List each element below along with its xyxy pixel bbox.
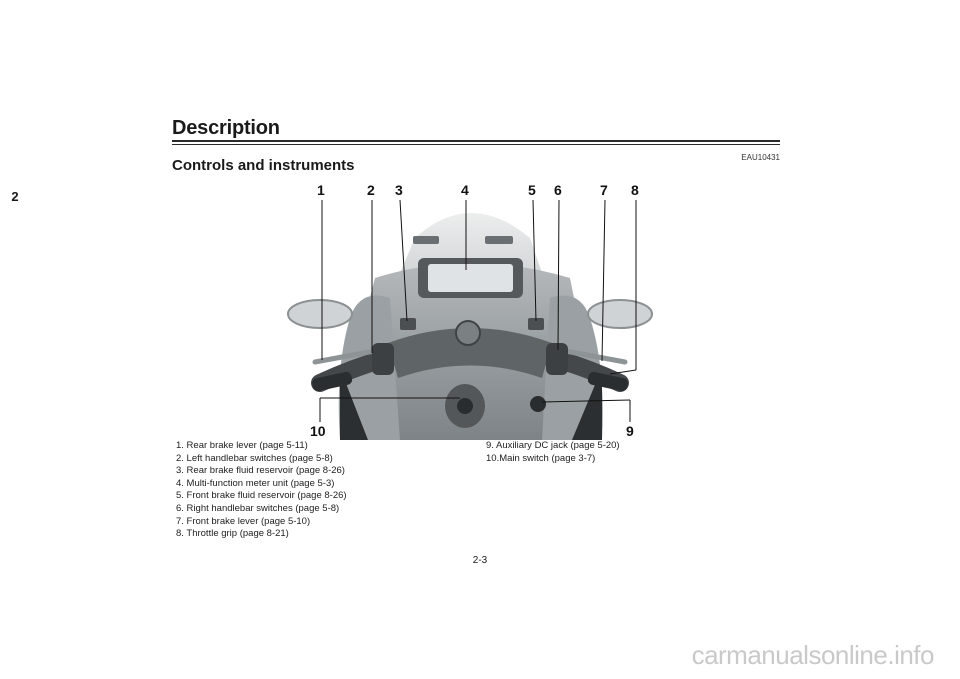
mirror-stalk-right (485, 236, 513, 244)
title-rule-thin (172, 144, 780, 145)
reference-code: EAU10431 (741, 153, 780, 162)
legend-item: 7. Front brake lever (page 5-10) (176, 515, 311, 527)
legend-item: 3. Rear brake fluid reservoir (page 8-26… (176, 465, 345, 477)
legend-item: 2. Left handlebar switches (page 5-8) (176, 452, 333, 464)
legend-item: 1. Rear brake lever (page 5-11) (176, 440, 308, 451)
watermark: carmanualsonline.info (691, 640, 935, 670)
lower-dark-panel-right (572, 368, 602, 440)
section-title: Description (172, 117, 280, 139)
callout-10: 10 (310, 423, 326, 439)
legend-item: 4. Multi-function meter unit (page 5-3) (176, 477, 335, 489)
meter-screen (428, 264, 513, 292)
scooter-controls-illustration: 1 2 3 4 5 6 7 8 9 10 (287, 182, 653, 440)
front-reservoir (528, 318, 544, 330)
chapter-tab: 2 (0, 186, 30, 208)
main-switch-knob (457, 398, 473, 414)
callout-1: 1 (317, 182, 325, 198)
callout-8: 8 (631, 182, 639, 198)
rear-reservoir (400, 318, 416, 330)
left-grip (312, 371, 353, 392)
mirror-stalk-left (413, 236, 439, 244)
legend-item: 6. Right handlebar switches (page 5-8) (176, 502, 340, 514)
callout-7: 7 (600, 182, 608, 198)
emblem (455, 320, 481, 346)
callout-5: 5 (528, 182, 536, 198)
callout-6: 6 (554, 182, 562, 198)
callout-2: 2 (367, 182, 375, 198)
left-mirror (287, 299, 353, 329)
front-brake-lever (557, 347, 628, 365)
callout-9: 9 (626, 423, 634, 439)
lower-dark-panel (340, 368, 368, 440)
legend-right: 9. Auxiliary DC jack (page 5-20) 10.Main… (486, 440, 620, 465)
callout-4: 4 (461, 182, 469, 198)
legend-left: 1. Rear brake lever (page 5-11) 2. Left … (176, 440, 347, 541)
title-rule (172, 140, 780, 142)
legend-item: 9. Auxiliary DC jack (page 5-20) (486, 440, 620, 451)
legend-item: 10.Main switch (page 3-7) (486, 452, 596, 464)
rear-brake-lever (312, 347, 383, 365)
dc-jack (530, 396, 546, 412)
right-switch-housing (546, 343, 568, 375)
page-number: 2-3 (472, 555, 488, 566)
right-grip (587, 371, 628, 392)
right-mirror (587, 299, 653, 329)
legend-item: 5. Front brake fluid reservoir (page 8-2… (176, 490, 347, 502)
legend-item: 8. Throttle grip (page 8-21) (176, 528, 289, 540)
handlebar-cover (388, 328, 552, 378)
left-switch-housing (372, 343, 394, 375)
page-subtitle: Controls and instruments (172, 157, 355, 174)
callout-3: 3 (395, 182, 403, 198)
